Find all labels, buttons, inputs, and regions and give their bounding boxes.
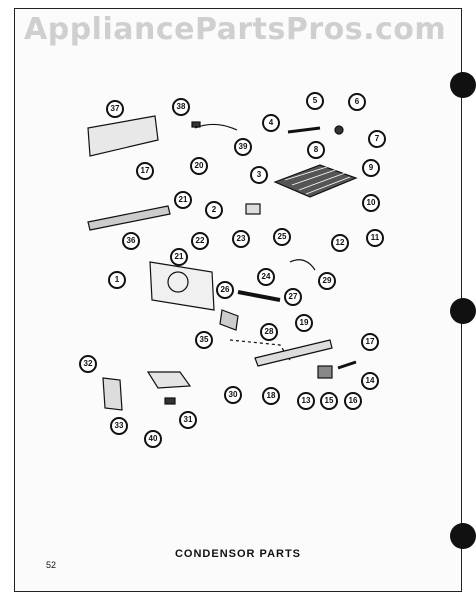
- callout-36: 36: [122, 232, 140, 250]
- part-shaft-14: [337, 360, 357, 370]
- part-rail-36: [87, 205, 171, 231]
- part-motor-15: [317, 365, 333, 379]
- part-wire-39: [194, 123, 238, 131]
- watermark: AppliancePartsPros.com: [24, 12, 447, 47]
- callout-7: 7: [368, 130, 386, 148]
- callout-12: 12: [331, 234, 349, 252]
- part-clip-2: [245, 203, 261, 215]
- part-main-bracket-1: [149, 261, 215, 311]
- callout-38: 38: [172, 98, 190, 116]
- part-clip-40: [164, 397, 176, 405]
- callout-2: 2: [205, 201, 223, 219]
- callout-24: 24: [257, 268, 275, 286]
- callout-20: 20: [190, 157, 208, 175]
- callout-4: 4: [262, 114, 280, 132]
- part-bracket-37: [87, 115, 159, 157]
- part-condenser-coil-8: [273, 164, 358, 198]
- callout-21b: 21: [170, 248, 188, 266]
- part-screw-38: [191, 121, 201, 128]
- callout-21: 21: [174, 191, 192, 209]
- part-strip-27: [237, 290, 281, 302]
- callout-37: 37: [106, 100, 124, 118]
- callout-14: 14: [361, 372, 379, 390]
- callout-10: 10: [362, 194, 380, 212]
- part-bar-30: [254, 339, 333, 367]
- callout-17b: 17: [361, 333, 379, 351]
- callout-22: 22: [191, 232, 209, 250]
- callout-18: 18: [262, 387, 280, 405]
- callout-29: 29: [318, 272, 336, 290]
- callout-11: 11: [366, 229, 384, 247]
- callout-6: 6: [348, 93, 366, 111]
- callout-40: 40: [144, 430, 162, 448]
- callout-25: 25: [273, 228, 291, 246]
- callout-9: 9: [362, 159, 380, 177]
- callout-27: 27: [284, 288, 302, 306]
- callout-26: 26: [216, 281, 234, 299]
- part-nut-7: [334, 125, 344, 135]
- callout-15: 15: [320, 392, 338, 410]
- callout-16: 16: [344, 392, 362, 410]
- callout-35: 35: [195, 331, 213, 349]
- callout-13: 13: [297, 392, 315, 410]
- callout-8: 8: [307, 141, 325, 159]
- callout-28: 28: [260, 323, 278, 341]
- binder-hole-top: [450, 72, 476, 98]
- callout-17: 17: [136, 162, 154, 180]
- callout-1: 1: [108, 271, 126, 289]
- callout-3: 3: [250, 166, 268, 184]
- part-panel-35: [219, 309, 239, 331]
- page-number: 52: [46, 560, 57, 570]
- diagram-title: CONDENSOR PARTS: [174, 548, 302, 560]
- callout-23: 23: [232, 230, 250, 248]
- part-bracket-33: [102, 377, 123, 411]
- part-harness-29: [289, 259, 316, 271]
- part-tube-4: [287, 126, 321, 134]
- part-fan-hole: [167, 271, 189, 293]
- callout-39: 39: [234, 138, 252, 156]
- part-tray-31: [146, 371, 192, 389]
- diagram-page: [14, 8, 462, 592]
- callout-31: 31: [179, 411, 197, 429]
- binder-hole-bottom: [450, 523, 476, 549]
- callout-33: 33: [110, 417, 128, 435]
- callout-32: 32: [79, 355, 97, 373]
- callout-5: 5: [306, 92, 324, 110]
- callout-19: 19: [295, 314, 313, 332]
- binder-hole-middle: [450, 298, 476, 324]
- callout-30: 30: [224, 386, 242, 404]
